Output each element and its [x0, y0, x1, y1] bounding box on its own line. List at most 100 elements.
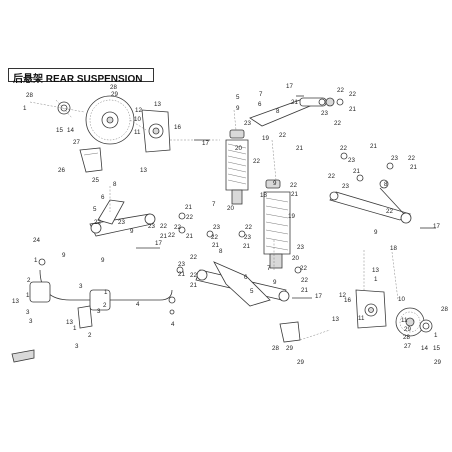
callout-label: 17 [433, 223, 440, 230]
callout-label: 22 [328, 173, 335, 180]
left-knuckle [141, 109, 171, 153]
right-knuckle [355, 289, 387, 329]
callout-label: 28 [441, 306, 448, 313]
callout-label: 29 [111, 91, 118, 98]
diagram-title: 后悬架 REAR SUSPENSION [13, 74, 143, 85]
callout-label: 13 [12, 298, 19, 305]
callout-label: 16 [174, 124, 181, 131]
callout-label: 1 [374, 276, 378, 283]
callout-label: 10 [398, 296, 405, 303]
callout-label: 29 [404, 326, 411, 333]
callout-label: 22 [408, 155, 415, 162]
callout-label: 10 [134, 116, 141, 123]
callout-label: 29 [297, 359, 304, 366]
callout-label: 22 [186, 214, 193, 221]
callout-label: 8 [276, 108, 280, 115]
callout-label: 8 [113, 181, 117, 188]
callout-label: 19 [262, 135, 269, 142]
callout-label: 21 [353, 168, 360, 175]
callout-label: 7 [259, 91, 263, 98]
callout-label: 1 [26, 292, 30, 299]
callout-label: 9 [374, 229, 378, 236]
callout-label: 21 [291, 99, 298, 106]
callout-label: 2 [103, 302, 107, 309]
callout-label: 4 [171, 321, 175, 328]
callout-label: 21 [410, 164, 417, 171]
callout-label: 23 [118, 219, 125, 226]
callout-label: 21 [349, 106, 356, 113]
callout-label: 27 [73, 139, 80, 146]
left-caliper-bracket [79, 147, 103, 173]
callout-label: 21 [178, 271, 185, 278]
callout-label: 4 [136, 301, 140, 308]
callout-label: 22 [386, 208, 393, 215]
callout-label: 9 [273, 180, 277, 187]
callout-label: 3 [29, 318, 33, 325]
callout-label: 28 [26, 92, 33, 99]
callout-label: 22 [300, 265, 307, 272]
callout-label: 22 [94, 219, 101, 226]
callout-label: 17 [315, 293, 322, 300]
callout-label: 23 [213, 224, 220, 231]
callout-label: 20 [227, 205, 234, 212]
callout-label: 8 [384, 181, 388, 188]
callout-label: 23 [244, 234, 251, 241]
callout-label: 23 [391, 155, 398, 162]
callout-label: 22 [290, 182, 297, 189]
right-upper-a-arm [329, 179, 412, 224]
callout-label: 18 [260, 192, 267, 199]
callout-label: 22 [334, 120, 341, 127]
callout-label: 23 [342, 183, 349, 190]
callout-label: 21 [301, 287, 308, 294]
callout-label: 6 [244, 274, 248, 281]
callout-label: 15 [56, 127, 63, 134]
callout-label: 9 [62, 252, 66, 259]
callout-label: 8 [219, 248, 223, 255]
callout-label: 22 [340, 145, 347, 152]
callout-label: 2 [27, 277, 31, 284]
callout-label: 9 [130, 228, 134, 235]
callout-label: 13 [332, 316, 339, 323]
callout-label: 14 [67, 127, 74, 134]
callout-label: 5 [250, 288, 254, 295]
callout-label: 3 [97, 308, 101, 315]
callout-label: 23 [244, 120, 251, 127]
callout-label: 22 [160, 223, 167, 230]
callout-label: 17 [155, 240, 162, 247]
callout-label: 21 [185, 204, 192, 211]
callout-label: 28 [272, 345, 279, 352]
right-brake-disc [395, 307, 425, 337]
callout-label: 27 [404, 343, 411, 350]
left-hub-bearing [55, 99, 73, 119]
callout-label: 21 [291, 191, 298, 198]
callout-label: 12 [339, 292, 346, 299]
right-caliper-bracket [279, 321, 301, 343]
callout-label: 28 [110, 84, 117, 91]
callout-label: 21 [212, 242, 219, 249]
callout-label: 18 [390, 245, 397, 252]
left-shock-absorber [225, 129, 249, 205]
callout-label: 1 [104, 289, 108, 296]
callout-label: 22 [190, 272, 197, 279]
callout-label: 23 [148, 223, 155, 230]
callout-label: 21 [296, 145, 303, 152]
assembly-guides [29, 101, 399, 341]
callout-label: 3 [79, 283, 83, 290]
bolts-and-washers [136, 95, 436, 299]
upper-link-arm [249, 97, 344, 127]
callout-label: 1 [73, 325, 77, 332]
front-direction-icon [11, 349, 35, 363]
callout-label: 1 [34, 257, 38, 264]
callout-label: 1 [23, 105, 27, 112]
callout-label: 25 [92, 177, 99, 184]
callout-label: 21 [186, 233, 193, 240]
callout-label: 11 [401, 317, 408, 324]
diagram-title-box: 后悬架 REAR SUSPENSION [8, 68, 154, 85]
callout-label: 5 [236, 94, 240, 101]
callout-label: 22 [245, 224, 252, 231]
callout-label: 22 [168, 232, 175, 239]
lower-a-arm [195, 261, 290, 307]
